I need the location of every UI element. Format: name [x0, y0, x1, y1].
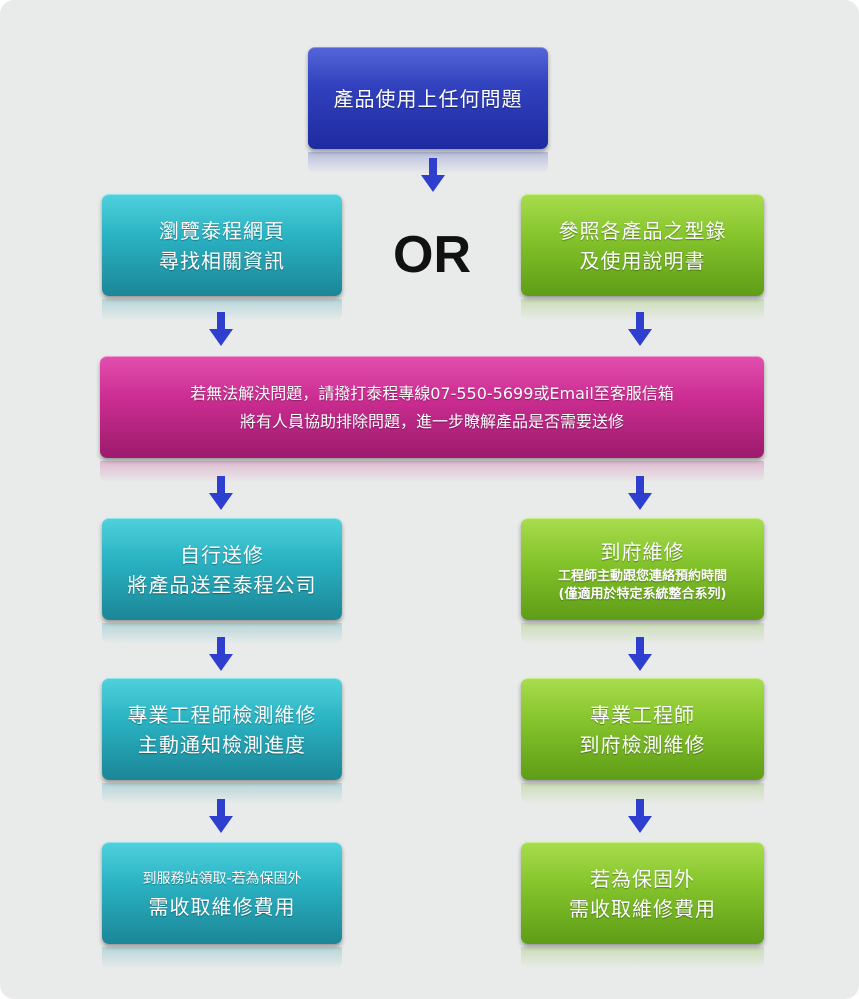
- catalog-manual-line1: 參照各產品之型錄: [558, 218, 727, 243]
- arrow-down-icon: [209, 476, 233, 510]
- self-send-repair-line1: 自行送修: [180, 542, 264, 567]
- onsite-repair-reflection: [521, 623, 764, 645]
- engineer-inspection-line1: 專業工程師檢測維修: [127, 702, 317, 727]
- engineer-onsite-line2: 到府檢測維修: [579, 732, 706, 757]
- pickup-fee-line1: 到服務站領取-若為保固外: [142, 870, 302, 887]
- arrow-down-icon: [209, 799, 233, 833]
- arrow-down-icon: [628, 312, 652, 346]
- catalog-manual-box: 參照各產品之型錄 及使用說明書: [521, 194, 764, 296]
- pickup-fee-reflection: [102, 947, 342, 969]
- start-box-reflection: [308, 152, 548, 174]
- engineer-inspection-box: 專業工程師檢測維修 主動通知檢測進度: [102, 678, 342, 780]
- warranty-fee-box: 若為保固外 需收取維修費用: [521, 842, 764, 944]
- arrow-down-icon: [421, 158, 445, 192]
- start-box-text: 產品使用上任何問題: [333, 86, 523, 111]
- or-label: OR: [393, 226, 471, 284]
- arrow-down-icon: [628, 637, 652, 671]
- contact-support-line2: 將有人員協助排除問題，進一步瞭解產品是否需要送修: [239, 411, 624, 431]
- browse-website-reflection: [102, 299, 342, 321]
- arrow-down-icon: [628, 799, 652, 833]
- contact-support-box: 若無法解決問題，請撥打泰程專線07-550-5699或Email至客服信箱 將有…: [100, 356, 764, 458]
- catalog-manual-line2: 及使用說明書: [579, 248, 706, 273]
- browse-website-line1: 瀏覽泰程網頁: [159, 218, 285, 243]
- onsite-repair-line1: 到府維修: [600, 539, 685, 564]
- warranty-fee-line2: 需收取維修費用: [569, 896, 716, 921]
- onsite-repair-line3: (僅適用於特定系統整合系列): [558, 586, 727, 602]
- self-send-repair-line2: 將產品送至泰程公司: [127, 572, 317, 597]
- engineer-inspection-line2: 主動通知檢測進度: [138, 732, 306, 757]
- start-box: 產品使用上任何問題: [308, 47, 548, 149]
- pickup-fee-box: 到服務站領取-若為保固外 需收取維修費用: [102, 842, 342, 944]
- engineer-inspection-reflection: [102, 783, 342, 805]
- self-send-repair-reflection: [102, 623, 342, 645]
- catalog-manual-reflection: [521, 299, 764, 321]
- pickup-fee-line2: 需收取維修費用: [148, 894, 296, 919]
- browse-website-line2: 尋找相關資訊: [159, 248, 285, 273]
- arrow-down-icon: [209, 312, 233, 346]
- contact-support-reflection: [100, 461, 764, 483]
- contact-support-line1: 若無法解決問題，請撥打泰程專線07-550-5699或Email至客服信箱: [190, 383, 674, 403]
- arrow-down-icon: [628, 476, 652, 510]
- engineer-onsite-box: 專業工程師 到府檢測維修: [521, 678, 764, 780]
- arrow-down-icon: [209, 637, 233, 671]
- warranty-fee-line1: 若為保固外: [590, 866, 695, 891]
- warranty-fee-reflection: [521, 947, 764, 969]
- self-send-repair-box: 自行送修 將產品送至泰程公司: [102, 518, 342, 620]
- onsite-repair-line2: 工程師主動跟您連絡預約時間: [557, 568, 727, 584]
- onsite-repair-box: 到府維修 工程師主動跟您連絡預約時間 (僅適用於特定系統整合系列): [521, 518, 764, 620]
- engineer-onsite-reflection: [521, 783, 764, 805]
- browse-website-box: 瀏覽泰程網頁 尋找相關資訊: [102, 194, 342, 296]
- engineer-onsite-line1: 專業工程師: [590, 702, 695, 727]
